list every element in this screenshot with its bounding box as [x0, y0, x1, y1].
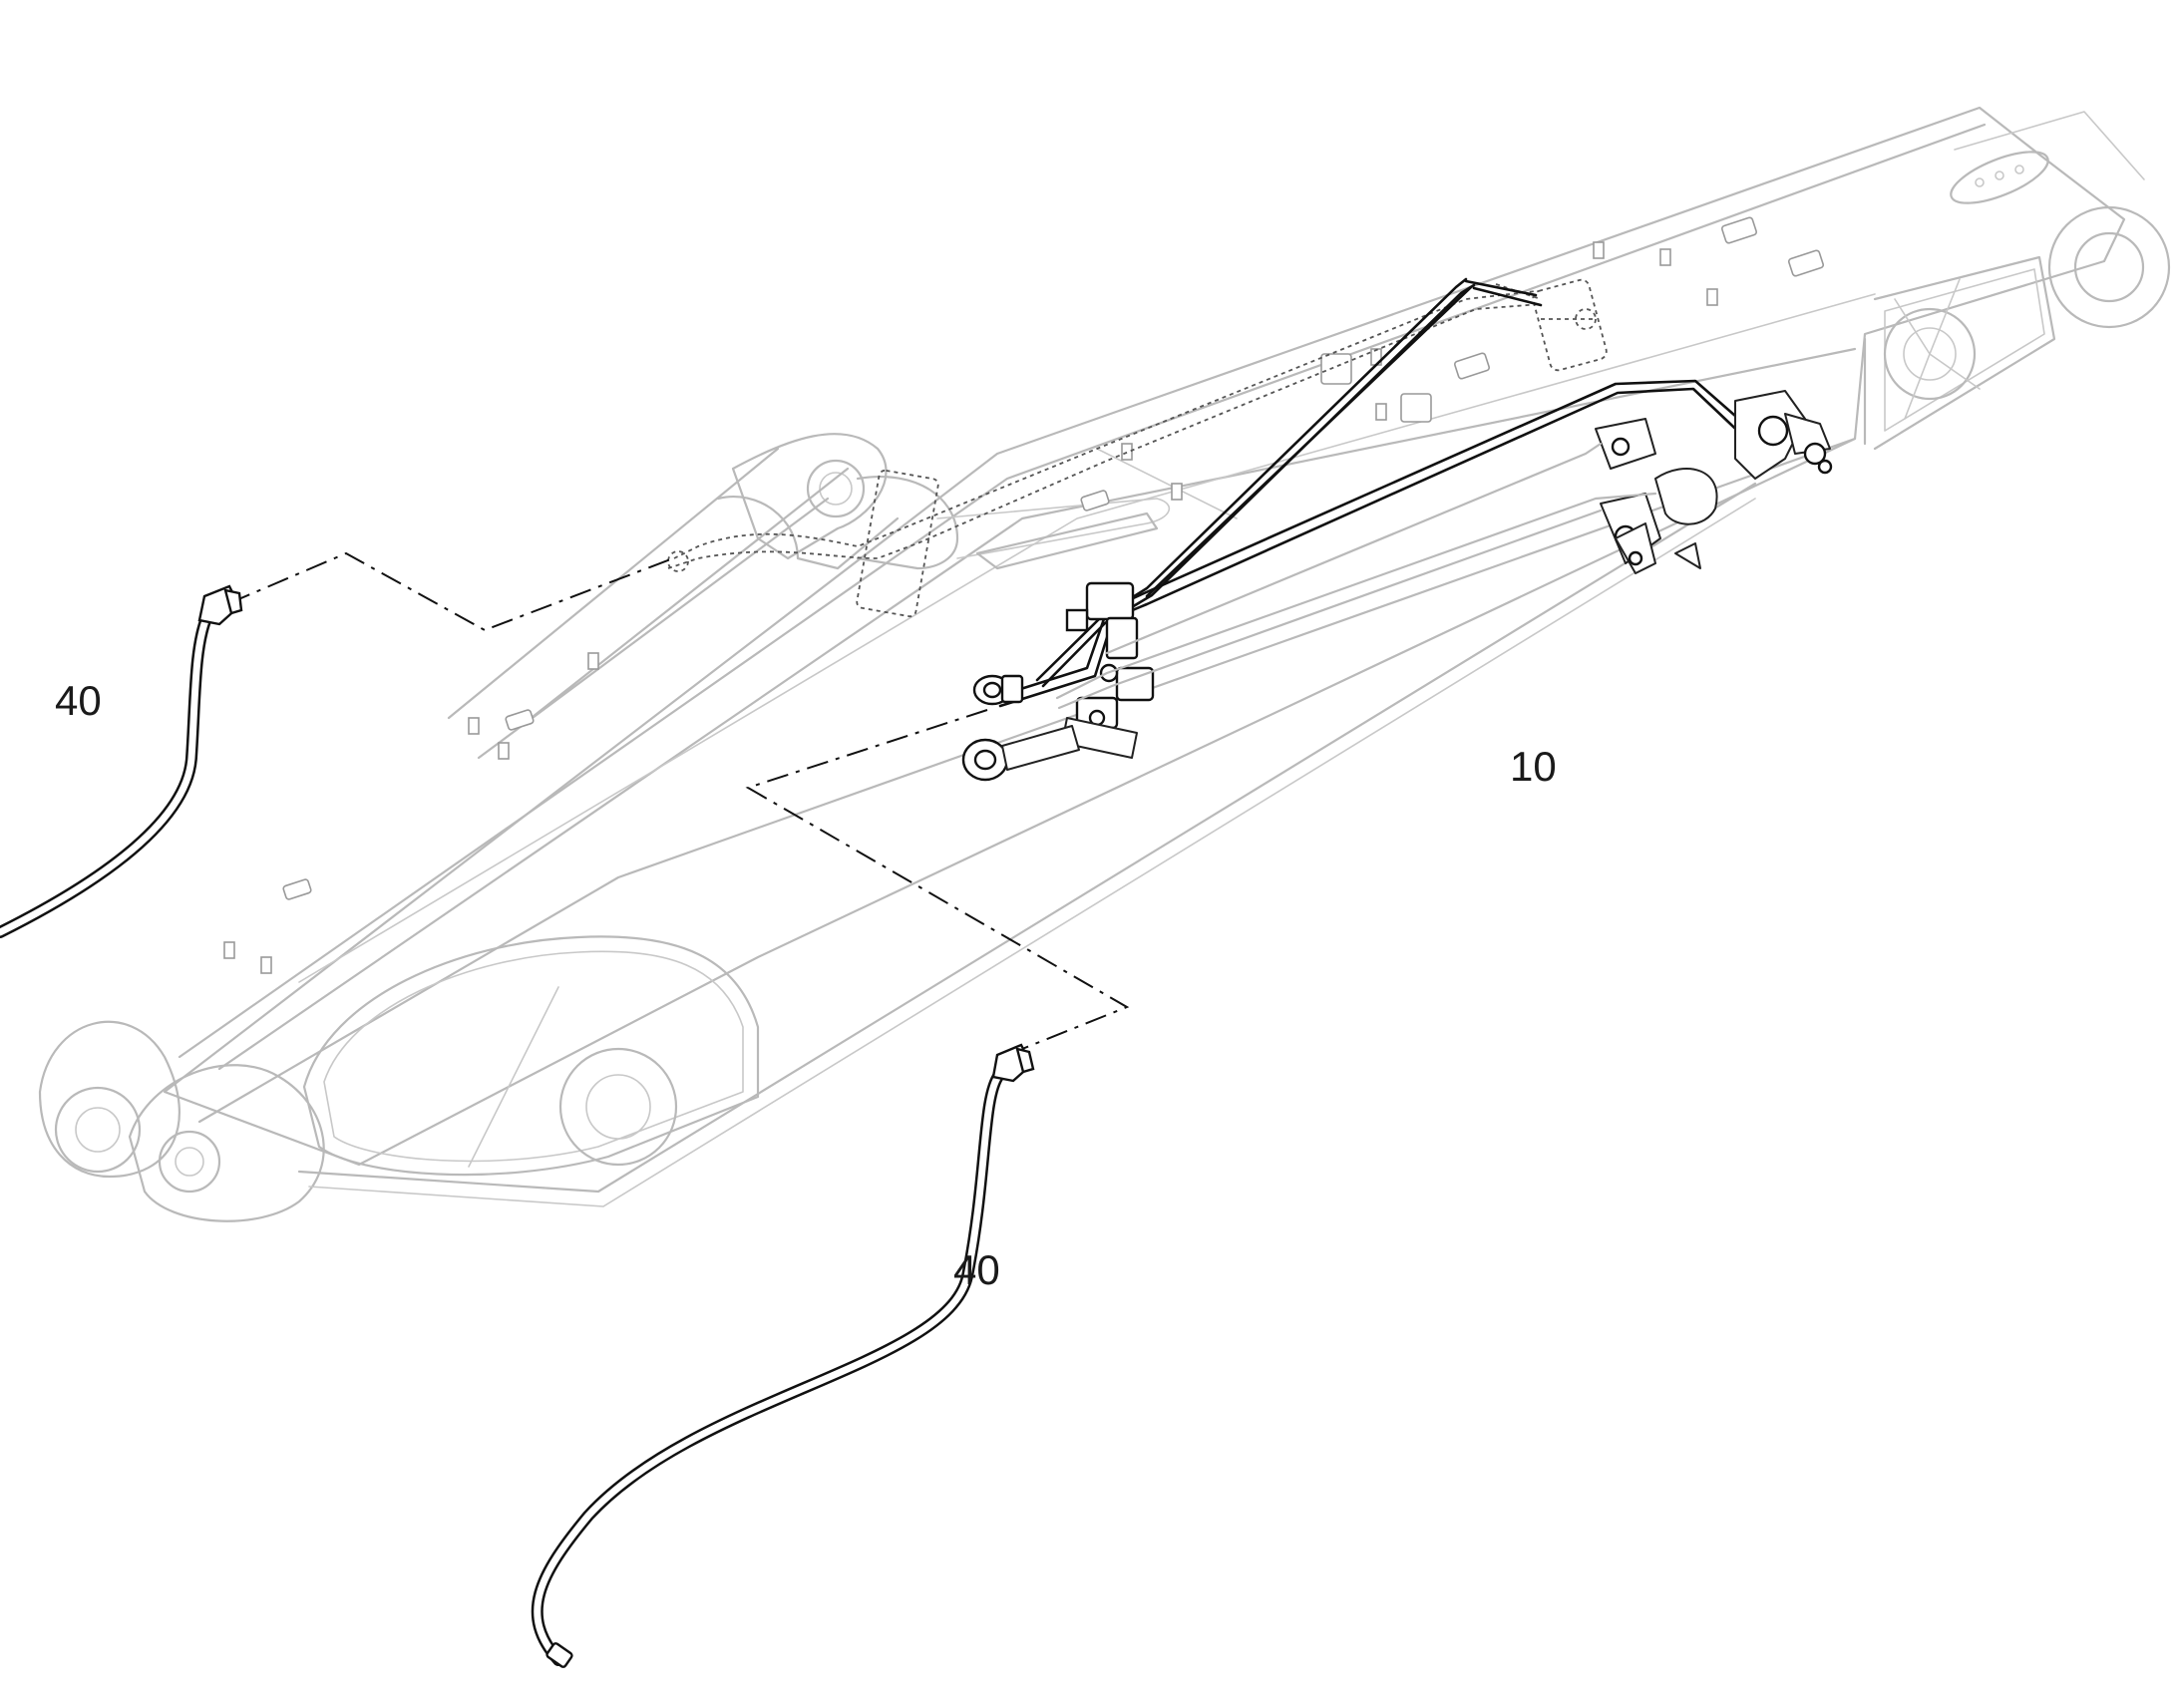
callout-hose-lower: 40	[953, 1246, 1000, 1293]
hidden-internal-routing	[667, 278, 1608, 618]
hose-upper-left[interactable]	[0, 584, 243, 938]
fitting-left-upper	[972, 674, 1024, 706]
boom-outline	[38, 106, 2171, 1222]
fitting-left-lower	[961, 725, 1080, 782]
top-surface-fittings	[223, 216, 1825, 974]
hose-lower[interactable]	[531, 1043, 1035, 1668]
callout-assembly-main: 10	[1510, 743, 1557, 790]
callout-hose-upper-left: 40	[55, 677, 102, 724]
hydraulic-line-assembly[interactable]	[961, 277, 1833, 782]
connection-leaders	[228, 551, 1130, 1050]
fitting-right-cluster	[1595, 390, 1833, 574]
